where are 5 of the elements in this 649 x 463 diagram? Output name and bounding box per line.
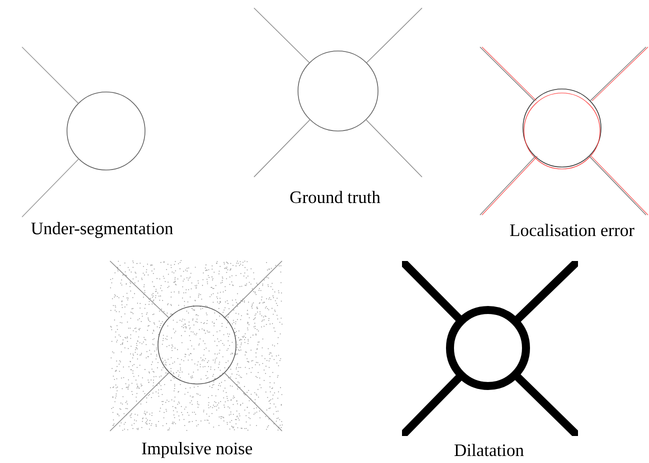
caption: Ground truth — [290, 190, 380, 204]
caption: Under-segmentation — [31, 222, 174, 238]
caption: Dilatation — [454, 444, 524, 456]
caption: Impulsive noise — [142, 442, 252, 458]
caption: Localisation error — [510, 224, 634, 236]
